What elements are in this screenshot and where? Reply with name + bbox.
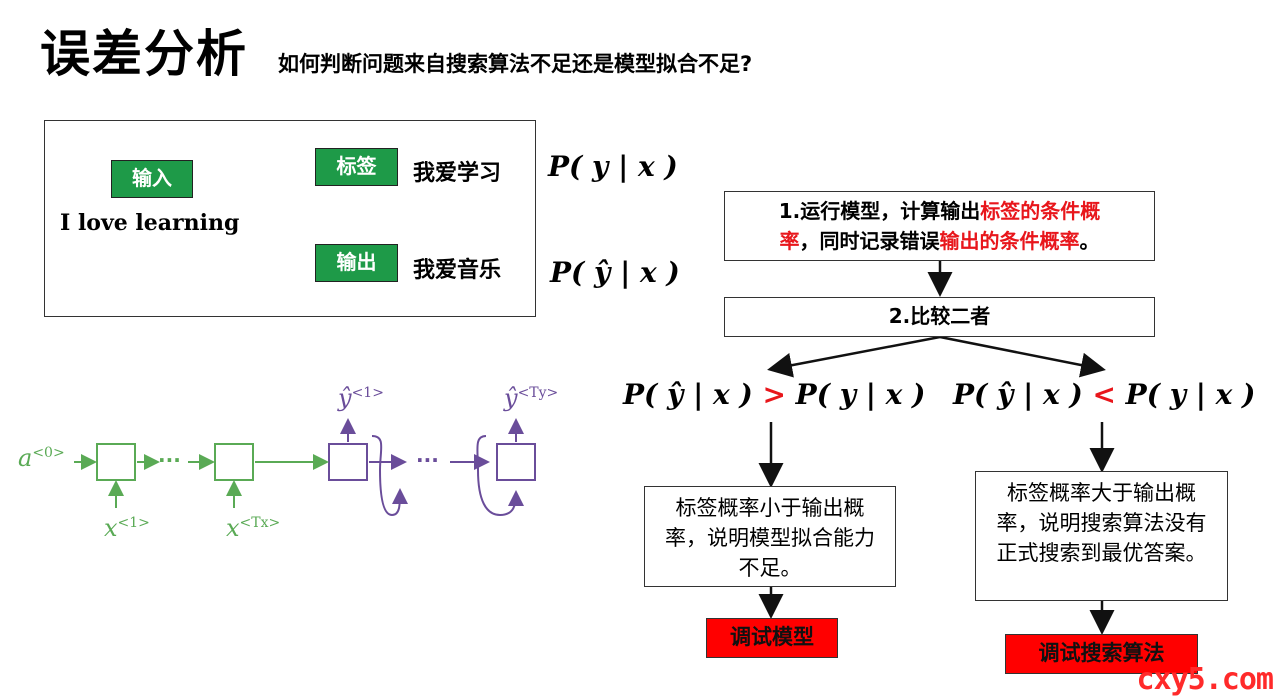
left-result-box: 标签概率小于输出概率，说明模型拟合能力不足。: [644, 486, 896, 587]
rnn-y1-label: ŷ<1>: [338, 384, 384, 412]
right-rhs: P( y | x ): [1125, 378, 1256, 411]
debug-search-button[interactable]: 调试搜索算法: [1005, 634, 1198, 674]
step1-highlight-a: 标签的条件概: [980, 199, 1101, 223]
rnn-a0-label: a<0>: [18, 444, 65, 472]
step1-box: 1.运行模型，计算输出标签的条件概 率，同时记录错误输出的条件概率。: [724, 191, 1155, 261]
prob-label-formula: P( y | x ): [548, 150, 678, 183]
debug-model-button[interactable]: 调试模型: [706, 618, 838, 658]
left-operator: >: [762, 378, 786, 411]
left-rhs: P( y | x ): [795, 378, 926, 411]
rnn-xT-label: x<Tx>: [226, 514, 281, 542]
step1-highlight-c: 输出的条件概率: [939, 229, 1080, 253]
step2-box: 2.比较二者: [724, 297, 1155, 337]
step1-text-a: 1.运行模型，计算输出: [778, 199, 981, 223]
label-tag: 标签: [315, 148, 398, 186]
step1-text-c: 。: [1079, 229, 1100, 253]
rnn-dots-green: ···: [158, 448, 181, 472]
input-sentence: I love learning: [60, 210, 240, 236]
rnn-yT-label: ŷ<Ty>: [504, 384, 559, 412]
prob-output-formula: P( ŷ | x ): [550, 256, 680, 289]
watermark: cxy5.com: [1136, 662, 1274, 697]
flow-arrows: [758, 261, 1115, 635]
slide-subtitle: 如何判断问题来自搜索算法不足还是模型拟合不足?: [278, 52, 753, 76]
step1-text-b: ，同时记录错误: [799, 229, 940, 253]
output-tag: 输出: [315, 244, 398, 282]
left-comparison: P( ŷ | x ) > P( y | x ): [623, 378, 925, 411]
rnn-arrows: [74, 418, 524, 517]
right-lhs: P( ŷ | x ): [953, 378, 1083, 411]
left-lhs: P( ŷ | x ): [623, 378, 753, 411]
step1-highlight-b: 率: [779, 229, 800, 253]
slide-title: 误差分析: [40, 25, 248, 83]
right-comparison: P( ŷ | x ) < P( y | x ): [953, 378, 1255, 411]
input-tag: 输入: [111, 160, 193, 198]
output-text: 我爱音乐: [413, 258, 502, 283]
example-box: [44, 120, 536, 317]
label-text: 我爱学习: [413, 161, 502, 186]
rnn-dots-purple: ···: [416, 448, 439, 472]
right-result-box: 标签概率大于输出概率，说明搜索算法没有正式搜索到最优答案。: [975, 471, 1228, 601]
rnn-x1-label: x<1>: [104, 514, 150, 542]
right-operator: <: [1092, 378, 1116, 411]
